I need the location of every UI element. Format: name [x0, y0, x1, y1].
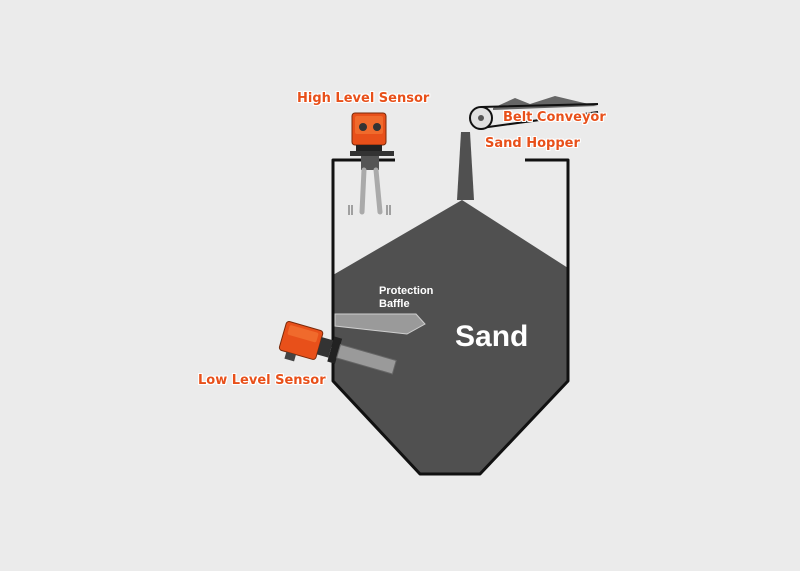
sensor-gland-left [359, 123, 367, 131]
sensor-body [361, 156, 379, 170]
high-level-sensor-label: High Level Sensor [297, 91, 430, 106]
sensor-gland [284, 351, 296, 362]
sensor-fork [359, 167, 383, 215]
vibration-marks [348, 205, 391, 215]
low-level-sensor-label: Low Level Sensor [198, 373, 326, 388]
protection-baffle [334, 313, 426, 335]
sensor-flange [350, 151, 394, 156]
conveyor-material [493, 96, 598, 110]
sensor-flange [327, 336, 343, 364]
sensor-neck [316, 337, 334, 358]
sensor-cover [287, 325, 319, 343]
sand-stream [457, 132, 474, 200]
hopper-outline [331, 158, 570, 476]
sand-hopper-label: Sand Hopper [485, 136, 580, 151]
pulley-hub [478, 115, 484, 121]
sensor-rod [336, 343, 397, 375]
sensor-gland-right [373, 123, 381, 131]
low-level-sensor [278, 321, 397, 375]
sand-label: Sand [455, 320, 529, 353]
high-level-sensor [348, 112, 394, 215]
belt-conveyor [469, 96, 599, 130]
protection-baffle-label-line2: Baffle [379, 298, 410, 310]
conveyor-belt [480, 103, 599, 129]
sensor-head [278, 321, 324, 360]
sand-fill [333, 200, 568, 474]
sensor-neck [356, 145, 382, 151]
protection-baffle-label: Protection Baffle [379, 285, 433, 311]
belt-conveyor-label: Belt Conveyor [503, 110, 606, 125]
protection-baffle-label-line1: Protection [379, 285, 434, 297]
